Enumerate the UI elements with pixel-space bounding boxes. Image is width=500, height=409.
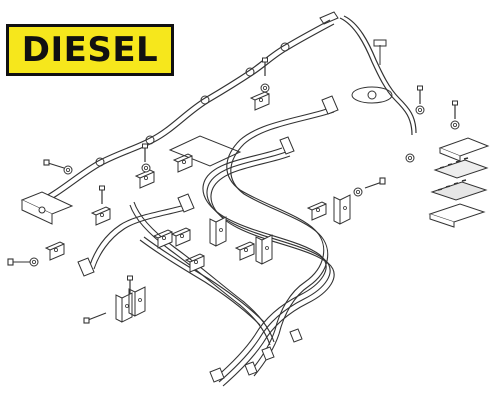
retainer-plate-stack [428, 137, 490, 228]
return-line-fittings [95, 11, 339, 167]
nuts-washers [29, 83, 460, 267]
return-line-right [339, 15, 417, 136]
manifold-block-left [20, 191, 74, 225]
logo-text: DIESEL [21, 30, 159, 70]
injection-line-bundle [89, 107, 335, 387]
horizontal-bolts [7, 159, 386, 324]
diesel-logo: DIESEL [6, 24, 174, 76]
line-end-fittings [77, 95, 339, 383]
banjo-fitting [351, 39, 393, 104]
center-pad [168, 135, 242, 167]
